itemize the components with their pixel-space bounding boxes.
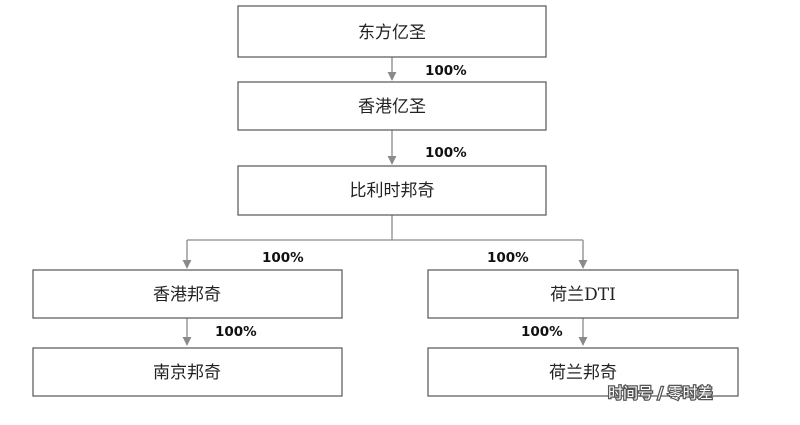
node-label: 香港邦奇 — [153, 285, 221, 305]
node-dongfang-yisheng: 东方亿圣 — [237, 5, 547, 58]
node-bili-bangqi: 比利时邦奇 — [237, 165, 547, 216]
node-hk-bangqi: 香港邦奇 — [32, 269, 343, 319]
node-nl-dti: 荷兰DTI — [427, 269, 739, 319]
node-nl-bangqi: 荷兰邦奇 — [427, 347, 739, 397]
edge-label-5: 100% — [521, 324, 563, 340]
node-nj-bangqi: 南京邦奇 — [32, 347, 343, 397]
node-label: 荷兰邦奇 — [549, 363, 617, 383]
node-hk-yisheng: 香港亿圣 — [237, 81, 547, 131]
edge-label-3-left: 100% — [262, 250, 304, 266]
edge-label-4: 100% — [215, 324, 257, 340]
node-label: 香港亿圣 — [358, 97, 426, 117]
edge-label-2: 100% — [425, 145, 467, 161]
watermark: 时间号 / 零时差 — [608, 384, 713, 402]
node-label: 荷兰DTI — [550, 285, 616, 305]
node-label: 东方亿圣 — [358, 23, 426, 43]
edge-label-1: 100% — [425, 63, 467, 79]
node-label: 南京邦奇 — [153, 363, 221, 383]
edge-label-3-right: 100% — [487, 250, 529, 266]
node-label: 比利时邦奇 — [350, 181, 435, 201]
